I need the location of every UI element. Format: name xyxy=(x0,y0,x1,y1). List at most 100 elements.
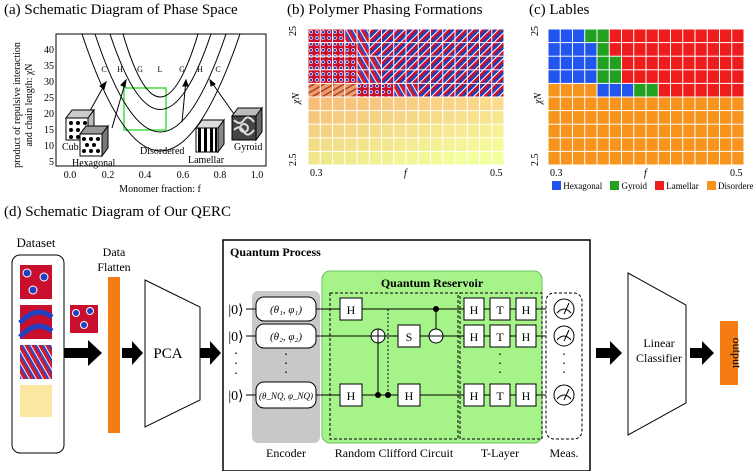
label-cell xyxy=(707,29,719,43)
formation-cell xyxy=(406,70,418,83)
label-cell xyxy=(609,70,621,83)
svg-text:H: H xyxy=(405,389,414,403)
xtick-label: 0.0 xyxy=(64,170,77,181)
formation-cell xyxy=(467,70,479,83)
formation-cell xyxy=(357,70,369,83)
label-cell xyxy=(671,56,683,70)
formation-cell xyxy=(394,97,406,111)
label-cell xyxy=(622,43,634,56)
label-cell xyxy=(732,124,744,138)
svg-text:·: · xyxy=(498,348,503,363)
formation-cell xyxy=(333,29,345,43)
label-cell xyxy=(585,83,597,97)
ytick-label: 20 xyxy=(44,109,54,120)
encoder-param-2: (θ₂, φ₂) xyxy=(270,331,302,343)
svg-text:·: · xyxy=(498,357,503,372)
formation-cell xyxy=(369,138,381,151)
label-cell xyxy=(597,138,609,151)
formation-cell xyxy=(418,43,430,56)
formation-cell xyxy=(345,151,357,165)
panel-a-curve-labels: C H G L G H C xyxy=(101,65,220,74)
label-cell xyxy=(548,151,560,165)
formation-cell xyxy=(492,43,504,56)
quantum-reservoir-label: Quantum Reservoir xyxy=(381,276,484,290)
svg-text:·: · xyxy=(562,366,567,381)
label-cell xyxy=(683,70,695,83)
formation-cell xyxy=(382,43,394,56)
legend-item-disordered: Disordered xyxy=(706,181,753,191)
svg-text:H: H xyxy=(522,389,531,403)
label-cell xyxy=(732,56,744,70)
formation-cell xyxy=(357,83,369,97)
formation-cell xyxy=(467,124,479,138)
svg-text:T: T xyxy=(496,389,504,403)
label-hexagonal: Hexagonal xyxy=(72,158,116,169)
label-cell xyxy=(634,124,646,138)
label-lamellar: Lamellar xyxy=(188,155,225,166)
label-cell xyxy=(658,97,670,111)
label-cell xyxy=(695,43,707,56)
formation-cell xyxy=(406,83,418,97)
label-cell xyxy=(548,97,560,111)
formation-cell xyxy=(394,151,406,165)
formation-cell xyxy=(406,111,418,124)
svg-text:·: · xyxy=(562,357,567,372)
label-cell xyxy=(548,56,560,70)
label-cell xyxy=(707,111,719,124)
panel-a-hexagonal-cube xyxy=(79,124,109,158)
label-cell xyxy=(560,97,572,111)
label-cell xyxy=(683,56,695,70)
label-cell xyxy=(646,29,658,43)
label-cell xyxy=(671,151,683,165)
label-cell xyxy=(573,70,585,83)
tlayer-dashed-box xyxy=(459,292,543,440)
label-cell xyxy=(658,138,670,151)
gate-h xyxy=(339,297,363,321)
label-cell xyxy=(695,138,707,151)
label-cell xyxy=(720,70,732,83)
label-cell xyxy=(671,111,683,124)
label-cell xyxy=(646,111,658,124)
ytick-label: 5 xyxy=(49,157,54,168)
formation-cell xyxy=(394,124,406,138)
pca-trapezoid xyxy=(144,279,201,428)
label-cell xyxy=(585,43,597,56)
label-cell xyxy=(720,124,732,138)
panel-a-phase-diagram: 40 35 30 25 20 15 10 5 0.0 0.2 0.4 0.6 0… xyxy=(12,33,267,195)
label-cell xyxy=(695,70,707,83)
formation-cell xyxy=(369,43,381,56)
svg-text:H: H xyxy=(470,389,479,403)
formation-cell xyxy=(394,56,406,70)
curve-label: C xyxy=(215,65,220,74)
formation-cell xyxy=(443,29,455,43)
meas-dashed-box xyxy=(545,292,583,440)
formation-cell xyxy=(308,56,320,70)
gate-s xyxy=(397,324,421,348)
formation-cell xyxy=(418,124,430,138)
formation-cell xyxy=(308,29,320,43)
flatten-bar xyxy=(108,277,120,433)
formation-cell xyxy=(308,83,320,97)
formation-cell xyxy=(455,29,467,43)
formation-cell xyxy=(320,56,332,70)
formation-cell xyxy=(467,29,479,43)
label-cell xyxy=(609,124,621,138)
panel-b-title: (b) Polymer Phasing Formations xyxy=(287,2,483,18)
label-cell xyxy=(585,97,597,111)
classifier-label-2: Classifier xyxy=(636,351,682,365)
svg-text:·: · xyxy=(234,357,239,372)
label-cell xyxy=(634,97,646,111)
formation-cell xyxy=(369,56,381,70)
label-cell xyxy=(585,111,597,124)
label-cell xyxy=(671,43,683,56)
formation-cell xyxy=(467,56,479,70)
formation-cell xyxy=(406,43,418,56)
panel-a-xlabel: Monomer fraction: f xyxy=(119,184,201,195)
label-cell xyxy=(609,43,621,56)
formation-cell xyxy=(480,56,492,70)
formation-cell xyxy=(320,97,332,111)
encoder-label: Encoder xyxy=(266,446,306,460)
label-cell xyxy=(658,151,670,165)
panel-a-xticks: 0.0 0.2 0.4 0.6 0.8 1.0 xyxy=(64,170,264,181)
